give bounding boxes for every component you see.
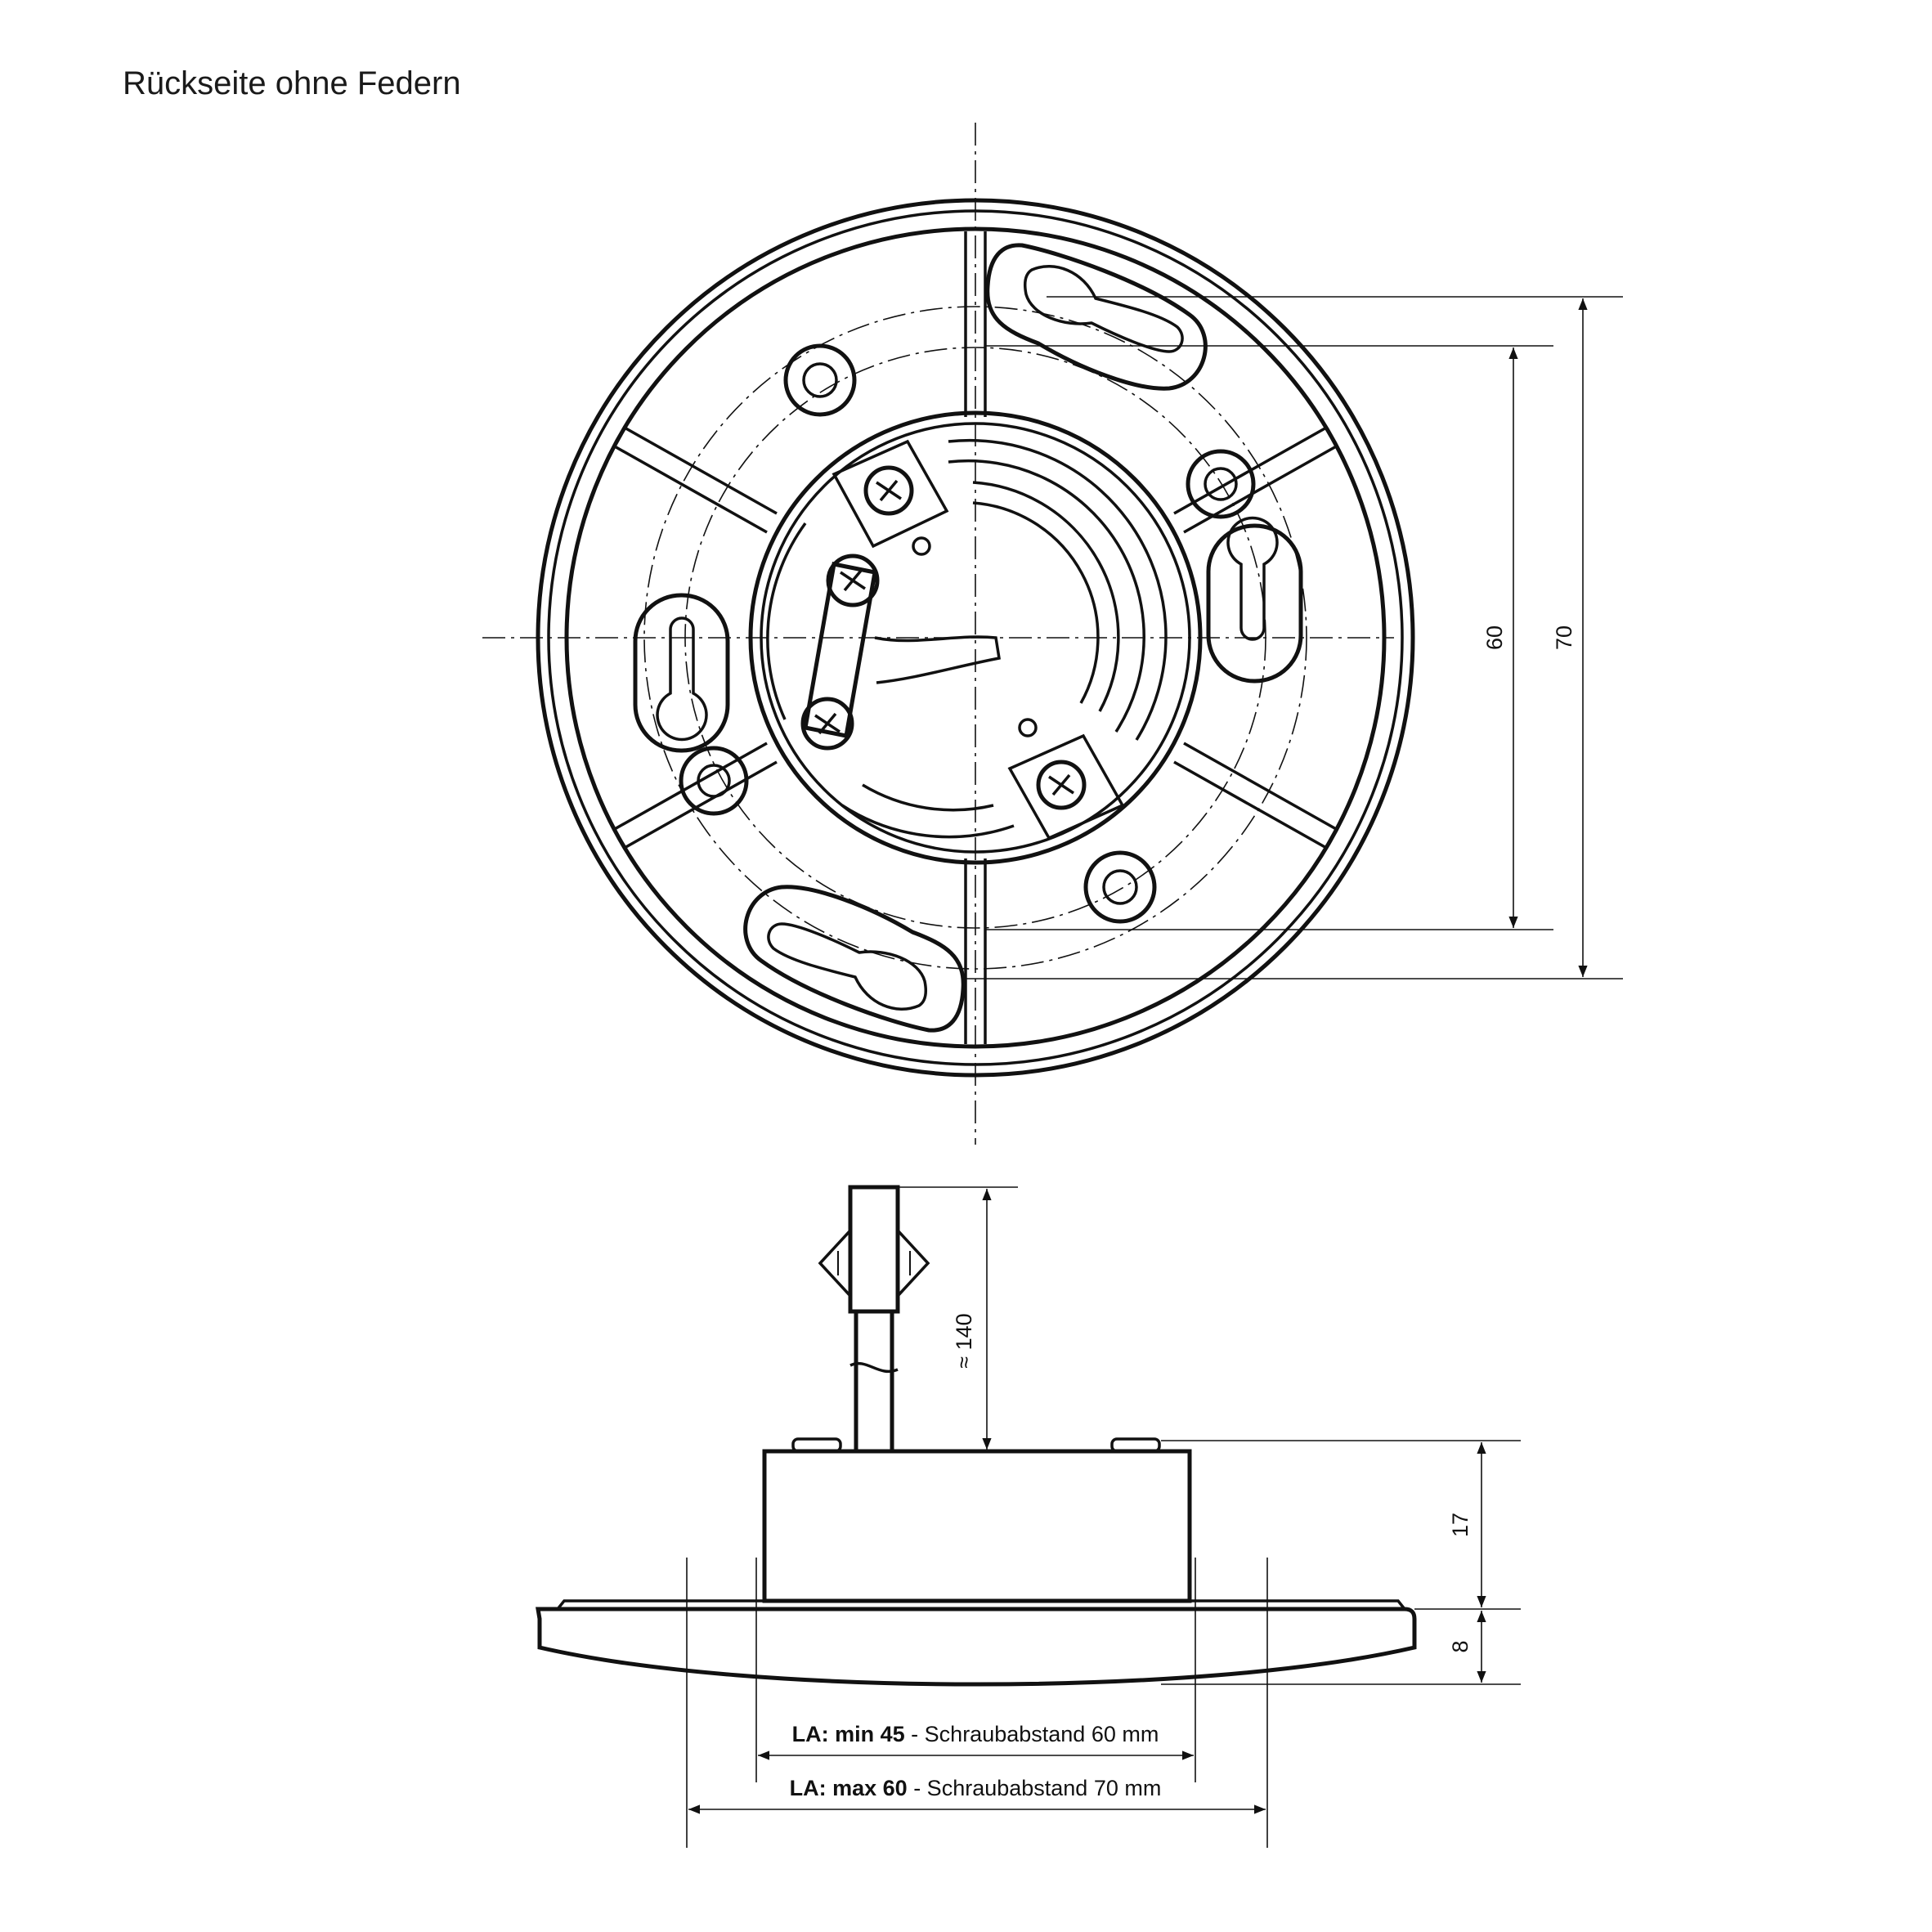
screw-circle-60 xyxy=(684,347,1266,929)
drawing-title: Rückseite ohne Federn xyxy=(123,65,461,101)
side-view xyxy=(536,1185,1417,1687)
cutout-max-label: LA: max 60 - Schraubabstand 70 mm xyxy=(790,1776,1162,1800)
base-plate xyxy=(536,1607,1417,1687)
screw-circle-70 xyxy=(643,306,1307,970)
mounting-holes xyxy=(679,343,1256,924)
terminal-block-bottom xyxy=(1007,718,1125,840)
outer-rim-inner xyxy=(547,209,1404,1066)
dimension-heights: 17 8 xyxy=(1161,1440,1521,1685)
terminal-block-top xyxy=(832,439,949,556)
keyhole-slots-side xyxy=(633,516,1303,753)
dimension-screw-spacing: 60 70 xyxy=(965,296,1623,979)
dim-70-label: 70 xyxy=(1552,625,1576,650)
central-hub xyxy=(748,410,1203,865)
dimension-cutouts: LA: min 45 - Schraubabstand 60 mm LA: ma… xyxy=(686,1558,1268,1848)
cable-clamp xyxy=(800,554,1001,751)
vertical-ribs xyxy=(964,231,987,1044)
connector-wings xyxy=(818,1229,930,1298)
housing-body xyxy=(762,1449,1192,1603)
cable-break-line xyxy=(849,1362,899,1373)
cutout-min-label: LA: min 45 - Schraubabstand 60 mm xyxy=(792,1722,1159,1746)
dim-60-label: 60 xyxy=(1482,625,1507,650)
outer-rim xyxy=(536,198,1415,1078)
keyhole-slots-curved xyxy=(743,243,1208,1033)
dimension-cable: ≈ 140 xyxy=(899,1186,1018,1450)
cable-connector xyxy=(848,1185,900,1314)
dim-17-label: 17 xyxy=(1448,1513,1473,1537)
dim-8-label: 8 xyxy=(1448,1640,1473,1652)
dim-140-label: ≈ 140 xyxy=(952,1313,976,1368)
inner-rim xyxy=(564,226,1387,1049)
rear-view xyxy=(482,123,1415,1145)
